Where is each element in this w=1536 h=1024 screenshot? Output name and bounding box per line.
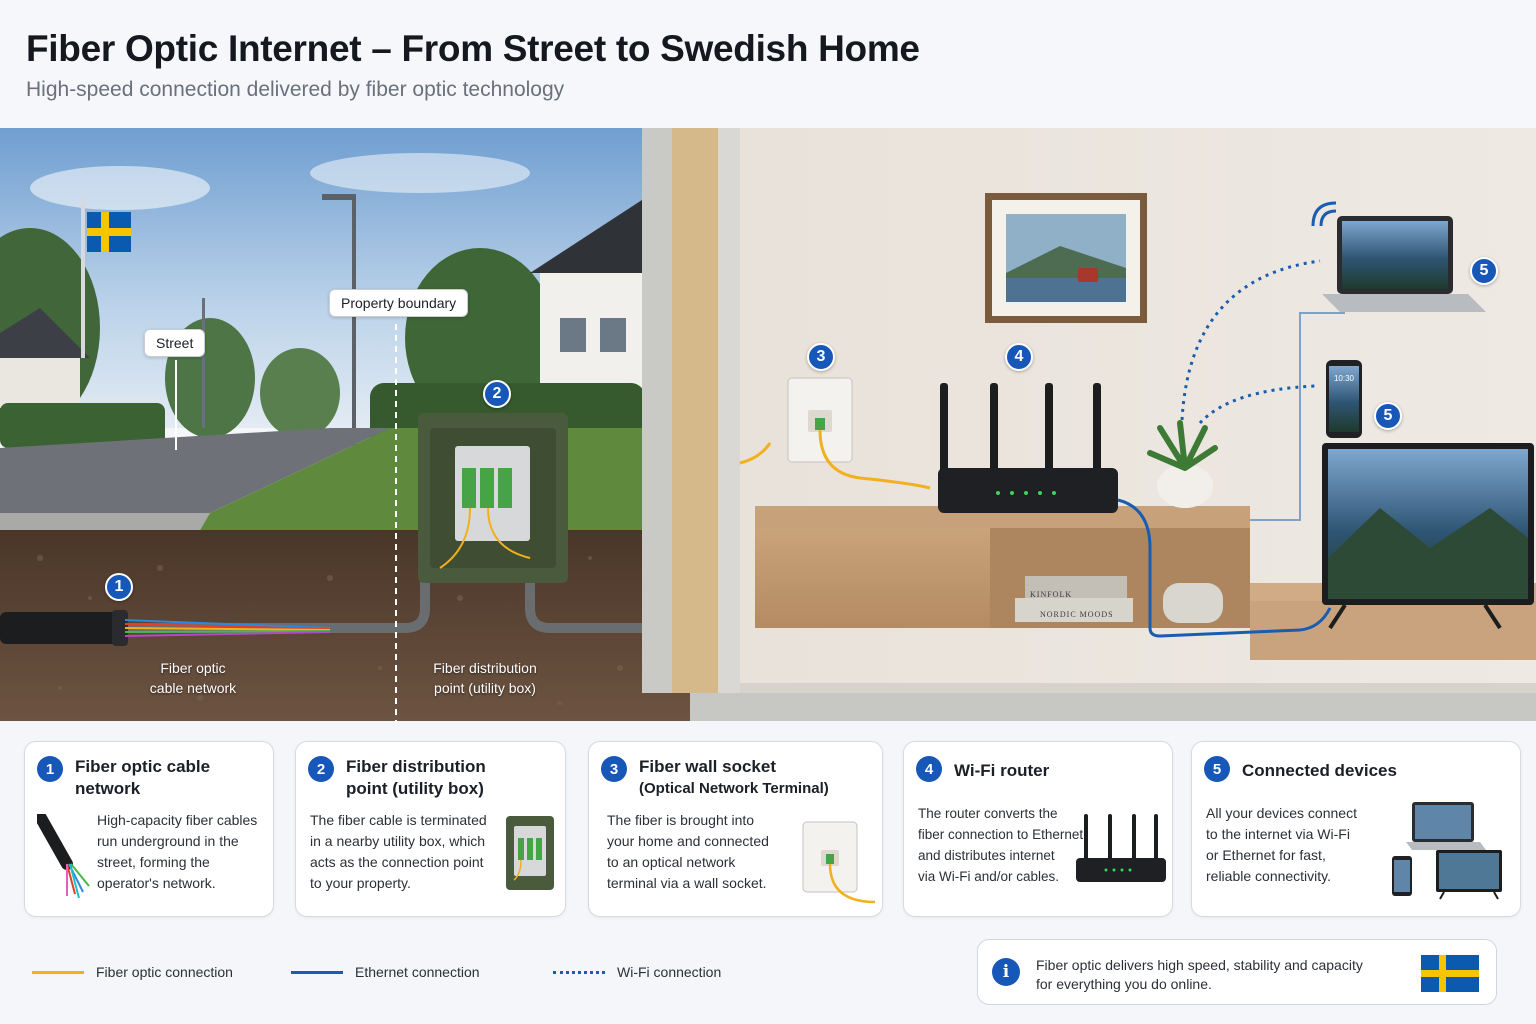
fiber-cable-caption: Fiber optic cable network xyxy=(149,660,237,696)
wall-socket-icon xyxy=(802,821,876,904)
card-title-line2: point (utility box) xyxy=(346,779,484,798)
devices-icon xyxy=(1392,802,1502,900)
swedish-flag-icon xyxy=(1421,955,1479,992)
card-badge: 3 xyxy=(601,756,627,782)
badge-3: 3 xyxy=(807,343,835,371)
badge-5-laptop: 5 xyxy=(1470,257,1498,285)
legend-ethernet-label: Ethernet connection xyxy=(355,964,480,980)
card-title: Connected devices xyxy=(1242,761,1397,780)
info-box: i Fiber optic delivers high speed, stabi… xyxy=(977,939,1497,1005)
router-icon xyxy=(1076,814,1166,882)
distribution-caption: Fiber distribution point (utility box) xyxy=(433,660,537,696)
book-title-nordic: NORDIC MOODS xyxy=(1040,610,1114,619)
card-title: Fiber wall socket xyxy=(639,757,776,776)
badge-4: 4 xyxy=(1005,343,1033,371)
legend-ethernet-line xyxy=(291,970,343,974)
utility-box-icon xyxy=(506,816,554,890)
legend-fiber-line xyxy=(32,970,84,974)
legend-wifi: Wi-Fi connection xyxy=(553,962,721,982)
property-boundary-label: Property boundary xyxy=(329,289,469,317)
page-subtitle: High-speed connection delivered by fiber… xyxy=(26,78,565,101)
card-title-line2: network xyxy=(75,779,141,798)
card-wall-socket: 3 Fiber wall socket (Optical Network Ter… xyxy=(588,741,883,917)
card-badge: 5 xyxy=(1204,756,1230,782)
legend-wifi-label: Wi-Fi connection xyxy=(617,964,722,980)
book-title-kinfolk: KINFOLK xyxy=(1030,590,1073,599)
badge-1: 1 xyxy=(105,573,133,601)
badge-5-phone: 5 xyxy=(1374,402,1402,430)
legend-fiber: Fiber optic connection xyxy=(32,962,233,982)
card-badge: 2 xyxy=(308,756,334,782)
card-title: Wi-Fi router xyxy=(954,761,1050,780)
legend-fiber-label: Fiber optic connection xyxy=(96,964,233,980)
badge-2: 2 xyxy=(483,380,511,408)
legend-wifi-line xyxy=(553,970,605,974)
card-devices: 5 Connected devices All your devices con… xyxy=(1191,741,1521,917)
card-badge: 4 xyxy=(916,756,942,782)
scene-drawing: 10:30 xyxy=(0,128,1536,721)
card-distribution-point: 2 Fiber distribution point (utility box)… xyxy=(295,741,566,917)
legend-ethernet: Ethernet connection xyxy=(291,962,480,982)
card-fiber-cable: 1 Fiber optic cable network High-capacit… xyxy=(24,741,274,917)
card-title: Fiber optic cable xyxy=(75,757,211,776)
phone-time: 10:30 xyxy=(1334,374,1355,383)
info-text: Fiber optic delivers high speed, stabili… xyxy=(1036,957,1363,992)
header: Fiber Optic Internet – From Street to Sw… xyxy=(0,0,1536,128)
card-title: Fiber distribution xyxy=(346,757,486,776)
card-title-line2: (Optical Network Terminal) xyxy=(639,780,829,797)
scene-illustration: 10:30 Street Property boundary Fiber opt… xyxy=(0,128,1536,721)
street-label: Street xyxy=(144,329,206,357)
fiber-cable-icon xyxy=(37,814,90,899)
card-badge: 1 xyxy=(37,756,63,782)
info-icon: i xyxy=(992,958,1020,986)
page-title: Fiber Optic Internet – From Street to Sw… xyxy=(26,28,920,69)
